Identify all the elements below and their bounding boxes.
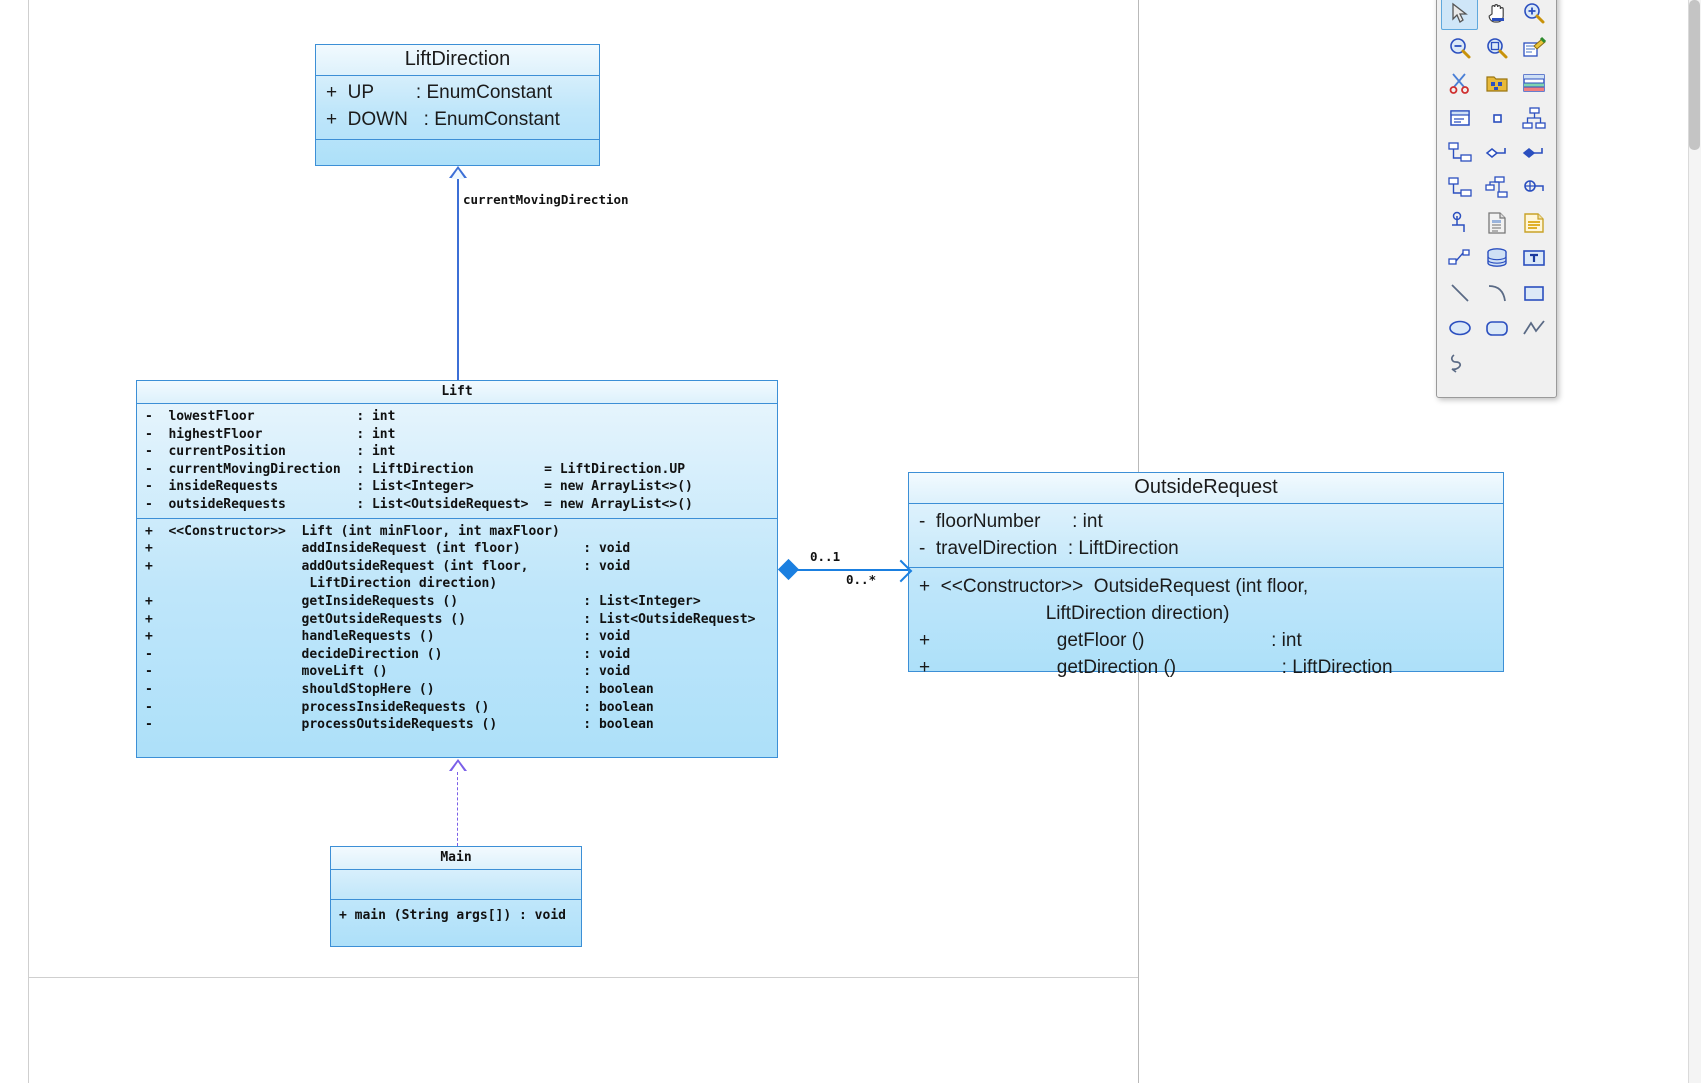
dependency-arrowhead-fill [451,762,465,772]
subclass-link-icon[interactable] [1441,135,1478,170]
zoom-fit-icon[interactable] [1478,30,1515,65]
operation-row: LiftDirection direction) [145,576,498,592]
zoom-out-icon[interactable] [1441,30,1478,65]
connector-main-lift[interactable] [457,772,458,846]
directed-link-icon[interactable] [1515,135,1552,170]
hierarchy-tree-icon[interactable] [1515,100,1552,135]
scissors-cut-icon[interactable] [1441,65,1478,100]
rounded-rect-tool-icon[interactable] [1478,310,1515,345]
operation-row: - processOutsideRequests () : boolean [145,717,654,733]
package-folder-icon[interactable] [1478,65,1515,100]
class-operations-lift: + <<Constructor>> Lift (int minFloor, in… [137,519,777,734]
attribute-row: - outsideRequests : List<OutsideRequest>… [145,496,693,512]
small-square-icon[interactable] [1478,100,1515,135]
operation-row: + getFloor () : int [919,630,1302,651]
rectangle-tool-icon[interactable] [1515,275,1552,310]
text-box-icon[interactable] [1515,240,1552,275]
composition-link-icon[interactable] [1441,170,1478,205]
attribute-row: - floorNumber : int [919,511,1103,532]
class-box-icon[interactable] [1441,100,1478,135]
pointer-select-icon[interactable] [1441,0,1478,30]
operation-row: + <<Constructor>> Lift (int minFloor, in… [145,523,560,539]
freehand-tool-icon[interactable] [1441,345,1478,380]
zoom-in-icon[interactable] [1515,0,1552,30]
class-box-outsiderequest[interactable]: OutsideRequest - floorNumber : int - tra… [908,472,1504,678]
ellipse-tool-icon[interactable] [1441,310,1478,345]
document-page-icon[interactable] [1478,205,1515,240]
anchor-pin-icon[interactable] [1441,205,1478,240]
attribute-row: - insideRequests : List<Integer> = new A… [145,479,693,495]
operation-row: LiftDirection direction) [919,603,1230,624]
operation-row: + addInsideRequest (int floor) : void [145,541,631,557]
table-grid-icon[interactable] [1515,65,1552,100]
class-attributes-main [331,870,581,900]
class-title-main: Main [331,847,581,870]
polyline-tool-icon[interactable] [1515,310,1552,345]
operation-row: - moveLift () : void [145,664,631,680]
operation-row: + handleRequests () : void [145,629,631,645]
class-box-lift[interactable]: Lift - lowestFloor : int - highestFloor … [136,380,778,758]
operation-row: - processInsideRequests () : boolean [145,699,654,715]
class-title-liftdirection: LiftDirection [316,45,599,76]
pan-hand-icon[interactable] [1478,0,1515,30]
class-title-outsiderequest: OutsideRequest [909,473,1503,504]
class-attributes-lift: - lowestFloor : int - highestFloor : int… [137,404,777,519]
class-title-lift: Lift [137,381,777,404]
operation-row: + main (String args[]) : void [339,908,566,923]
note-lines-icon[interactable] [1515,205,1552,240]
connector-node-icon[interactable] [1441,240,1478,275]
attribute-row: - currentPosition : int [145,444,396,460]
page-margin-bottom [28,977,1138,978]
class-box-main[interactable]: Main + main (String args[]) : void [330,846,582,947]
operation-row: - shouldStopHere () : boolean [145,681,654,697]
operation-row: + getInsideRequests () : List<Integer> [145,593,701,609]
database-cylinder-icon[interactable] [1478,240,1515,275]
edit-properties-icon[interactable] [1515,30,1552,65]
connector-lift-outsiderequest[interactable] [793,569,908,571]
class-operations-outsiderequest: + <<Constructor>> OutsideRequest (int fl… [909,568,1503,681]
line-tool-icon[interactable] [1441,275,1478,310]
attribute-row: - highestFloor : int [145,426,396,442]
attribute-row: + DOWN : EnumConstant [326,109,560,130]
aggregation-link-icon[interactable] [1478,170,1515,205]
class-operations-main: + main (String args[]) : void [331,900,581,955]
multiplicity-target: 0..* [846,572,877,587]
attribute-row: + UP : EnumConstant [326,82,553,103]
class-attributes-outsiderequest: - floorNumber : int - travelDirection : … [909,504,1503,568]
connector-label-currentmovingdirection: currentMovingDirection [463,192,629,207]
operation-row: + <<Constructor>> OutsideRequest (int fl… [919,576,1309,597]
class-box-liftdirection[interactable]: LiftDirection + UP : EnumConstant + DOWN… [315,44,600,166]
vertical-scrollbar-thumb[interactable] [1689,0,1700,150]
drawing-tools-palette[interactable] [1436,0,1557,398]
operation-row: + getOutsideRequests () : List<OutsideRe… [145,611,756,627]
operation-row: + getDirection () : LiftDirection [919,657,1393,678]
attribute-row: - currentMovingDirection : LiftDirection… [145,461,686,477]
dependency-link-icon[interactable] [1515,170,1552,205]
operation-row: - decideDirection () : void [145,646,631,662]
arc-tool-icon[interactable] [1478,275,1515,310]
attribute-row: - lowestFloor : int [145,409,396,424]
operation-row: + addOutsideRequest (int floor, : void [145,558,631,574]
page-margin-left [28,0,29,1083]
vertical-scrollbar-track[interactable] [1688,0,1701,1083]
connector-lift-liftdirection[interactable] [457,178,459,380]
connector-arrowhead-fill [451,169,465,179]
association-link-icon[interactable] [1478,135,1515,170]
attribute-row: - travelDirection : LiftDirection [919,538,1179,559]
class-attributes-liftdirection: + UP : EnumConstant + DOWN : EnumConstan… [316,76,599,140]
multiplicity-source: 0..1 [810,549,841,564]
